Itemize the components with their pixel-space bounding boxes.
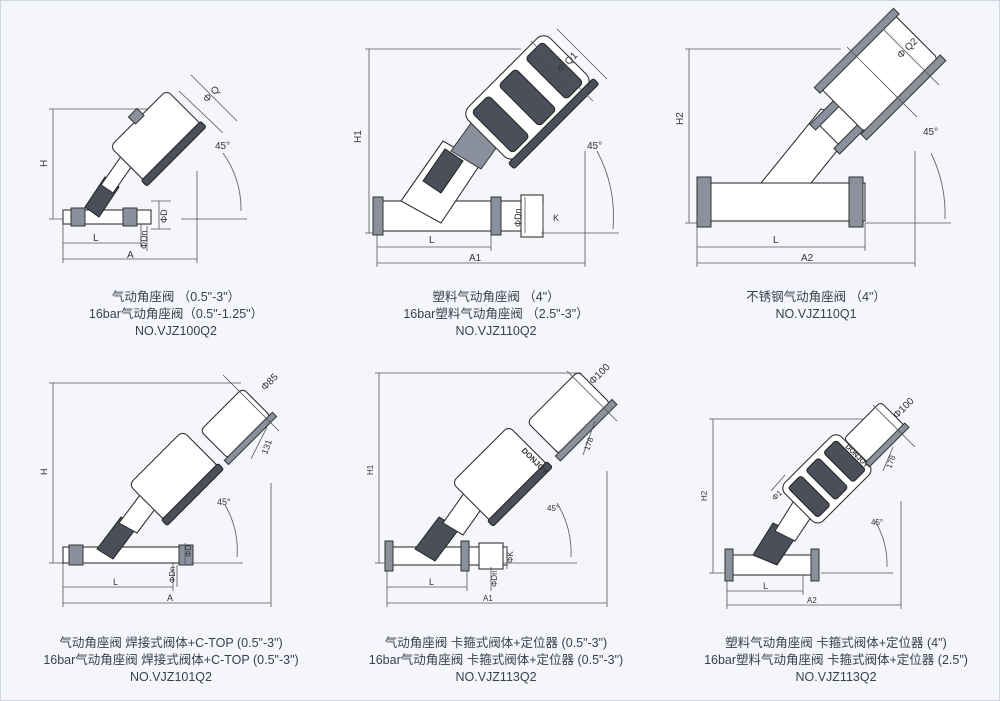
dim-l-label: L — [429, 235, 435, 246]
valve-drawing-1: H L A Φ Q 45° ΦD ΦDn — [39, 74, 247, 263]
dim-angle-label: 45° — [217, 497, 231, 507]
dim-l-label: L — [429, 577, 434, 587]
dim-angle-label: 45° — [547, 504, 559, 513]
dim-l-label: L — [763, 581, 768, 591]
dim-angle-label: 45° — [587, 141, 602, 152]
product-vjz100q2: H L A Φ Q 45° ΦD ΦDn 气动角座阀 （0.5"-3"） 16b… — [1, 1, 331, 351]
dim-h-label: H — [39, 160, 50, 167]
dim-a-label: A — [127, 250, 134, 261]
dim-phi-label: Φ100 — [587, 362, 613, 388]
caption-line-2: 16bar塑料气动角座阀 （2.5"-3"） — [403, 307, 589, 321]
product-vjz101q2: H L A Φ85 45° 131 ΦD ΦDn 气动角座阀 焊接式阀体+C-T… — [1, 351, 331, 700]
dim-height-label: 178 — [582, 436, 595, 452]
valve-drawing-4: H L A Φ85 45° 131 ΦD ΦDn — [39, 372, 281, 607]
dim-phi-label: Φ Q — [201, 84, 222, 105]
dim-a-label: A1 — [469, 253, 482, 264]
caption-model: NO.VJZ110Q2 — [455, 324, 537, 338]
valve-drawing-5: DONJOY H1 L A1 Φ100 45° 178 ΦK ΦDn — [366, 362, 618, 607]
dim-height-label: 131 — [259, 438, 274, 456]
caption: 不锈钢气动角座阀 （4"） NO.VJZ110Q1 — [681, 289, 951, 323]
valve-drawing-2: H1 L A1 Φ Q1 45° K ΦDn — [353, 28, 619, 267]
caption-line-2: 16bar气动角座阀 卡箍式阀体+定位器 (0.5"-3") — [368, 653, 624, 667]
dim-d-label: ΦD — [159, 209, 169, 223]
caption-line-2: 16bar气动角座阀 焊接式阀体+C-TOP (0.5"-3") — [43, 653, 299, 667]
caption-model: NO.VJZ113Q2 — [795, 670, 877, 684]
dim-dn-label: ΦDn — [513, 208, 523, 227]
caption: 塑料气动角座阀 （4"） 16bar塑料气动角座阀 （2.5"-3"） NO.V… — [361, 289, 631, 340]
caption-line-2: 16bar气动角座阀（0.5"-1.25"） — [88, 307, 264, 321]
dim-angle-label: 45° — [215, 141, 230, 152]
dim-phi-label: Φ85 — [259, 372, 281, 394]
dim-a-label: A2 — [807, 596, 817, 605]
caption-model: NO.VJZ100Q2 — [135, 324, 217, 338]
caption-line-1: 塑料气动角座阀 （4"） — [432, 290, 560, 304]
caption-line-1: 塑料气动角座阀 卡箍式阀体+定位器 (4") — [725, 636, 947, 650]
dim-k-label: K — [553, 213, 559, 223]
dim-dn-label: ΦDn — [168, 566, 177, 583]
valve-drawing-6: DONJOY H2 L A2 Φ100 45° 178 Φ1 — [700, 396, 917, 609]
dim-dn-label: ΦDn — [139, 230, 149, 249]
product-vjz110q1: H2 L A2 Φ Q2 45° 不锈钢气动角座阀 （4"） NO.VJZ110… — [661, 1, 999, 351]
product-vjz113q2-b: DONJOY H2 L A2 Φ100 45° 178 Φ1 塑料气动角座阀 卡… — [661, 351, 999, 700]
dim-l-label: L — [93, 233, 99, 244]
caption-line-2: 16bar塑料气动角座阀 卡箍式阀体+定位器 (2.5") — [704, 653, 968, 667]
dim-k-label: ΦK — [506, 551, 515, 563]
dim-angle-label: 45° — [923, 127, 938, 138]
dim-h-label: H2 — [700, 490, 709, 501]
dim-angle-label: 45° — [871, 518, 883, 527]
caption-line-1: 不锈钢气动角座阀 （4"） — [746, 290, 886, 304]
dim-a-label: A1 — [483, 594, 493, 603]
dim-l-label: L — [773, 235, 779, 246]
dim-d-label: ΦD — [184, 545, 193, 557]
dim-dn-label: ΦDn — [490, 570, 499, 587]
caption-model: NO.VJZ101Q2 — [130, 670, 212, 684]
product-vjz113q2-a: DONJOY H1 L A1 Φ100 45° 178 ΦK ΦDn 气动角座阀… — [331, 351, 661, 700]
caption-model: NO.VJZ110Q1 — [775, 307, 857, 321]
dim-a-label: A2 — [801, 253, 814, 264]
dim-l-label: L — [113, 577, 118, 587]
caption-line-1: 气动角座阀 （0.5"-3"） — [111, 290, 241, 304]
dim-a-label: A — [167, 593, 173, 603]
caption: 气动角座阀 卡箍式阀体+定位器 (0.5"-3") 16bar气动角座阀 卡箍式… — [346, 635, 646, 686]
dim-h-label: H1 — [366, 464, 375, 475]
dim-h-label: H1 — [353, 130, 364, 143]
caption: 气动角座阀 焊接式阀体+C-TOP (0.5"-3") 16bar气动角座阀 焊… — [21, 635, 321, 686]
dim-h-label: H2 — [675, 112, 686, 125]
dim-h-label: H — [39, 469, 49, 476]
caption: 塑料气动角座阀 卡箍式阀体+定位器 (4") 16bar塑料气动角座阀 卡箍式阀… — [677, 635, 995, 686]
caption-line-1: 气动角座阀 焊接式阀体+C-TOP (0.5"-3") — [59, 636, 283, 650]
caption: 气动角座阀 （0.5"-3"） 16bar气动角座阀（0.5"-1.25"） N… — [41, 289, 311, 340]
dim-phi-label: Φ100 — [891, 396, 917, 422]
valve-drawing-3: H2 L A2 Φ Q2 45° — [675, 7, 951, 267]
product-vjz110q2: H1 L A1 Φ Q1 45° K ΦDn 塑料气动角座阀 （4"） 16ba… — [331, 1, 661, 351]
caption-line-1: 气动角座阀 卡箍式阀体+定位器 (0.5"-3") — [384, 636, 608, 650]
caption-model: NO.VJZ113Q2 — [455, 670, 537, 684]
dim-height-label: 178 — [884, 454, 897, 470]
